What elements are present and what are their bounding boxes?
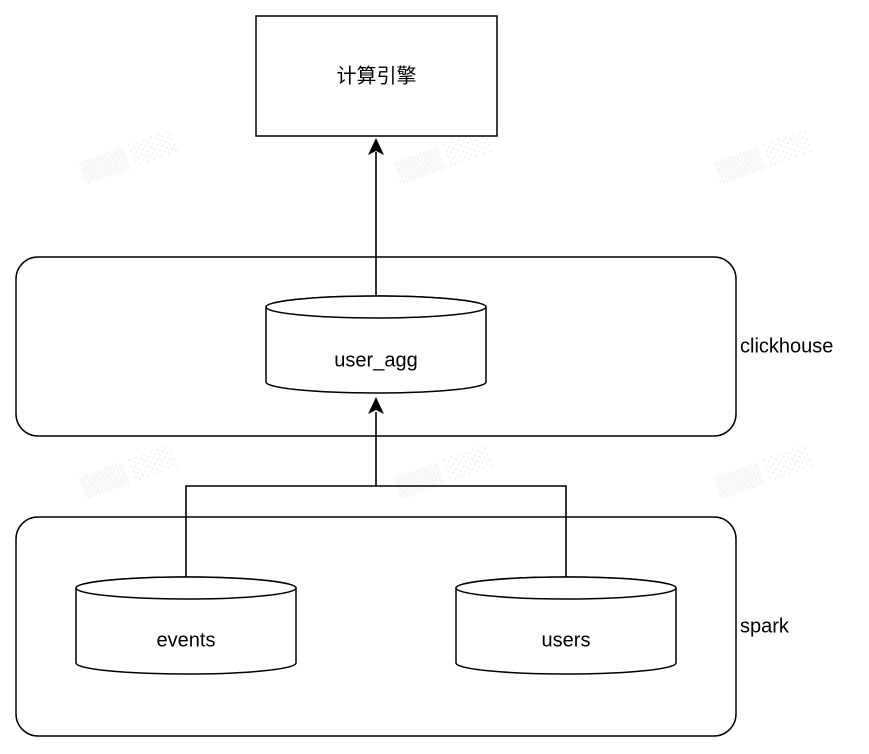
engine-box[interactable] <box>255 15 498 137</box>
arrowhead-user-agg <box>368 397 384 414</box>
watermark: ▒▒▒ ░░░ <box>79 443 180 499</box>
spark-container[interactable] <box>15 516 737 737</box>
watermark: ▒▒▒ ░░░ <box>714 443 815 499</box>
watermark: ▒▒▒ ░░░ <box>394 443 495 499</box>
users-label: users <box>542 629 591 651</box>
arrowhead-engine <box>368 138 384 155</box>
watermark: ▒▒▒ ░░░ <box>79 128 180 184</box>
clickhouse-label: clickhouse <box>740 335 833 357</box>
watermark: ▒▒▒ ░░░ <box>714 128 815 184</box>
user-agg-cylinder[interactable]: user_agg <box>265 295 487 394</box>
users-cylinder[interactable]: users <box>455 576 677 675</box>
engine-label: 计算引擎 <box>337 64 417 87</box>
user-agg-label: user_agg <box>334 349 417 371</box>
watermark: ▒▒▒ ░░░ <box>394 128 495 184</box>
spark-label: spark <box>740 615 790 637</box>
events-label: events <box>157 629 216 651</box>
events-cylinder[interactable]: events <box>75 576 297 675</box>
